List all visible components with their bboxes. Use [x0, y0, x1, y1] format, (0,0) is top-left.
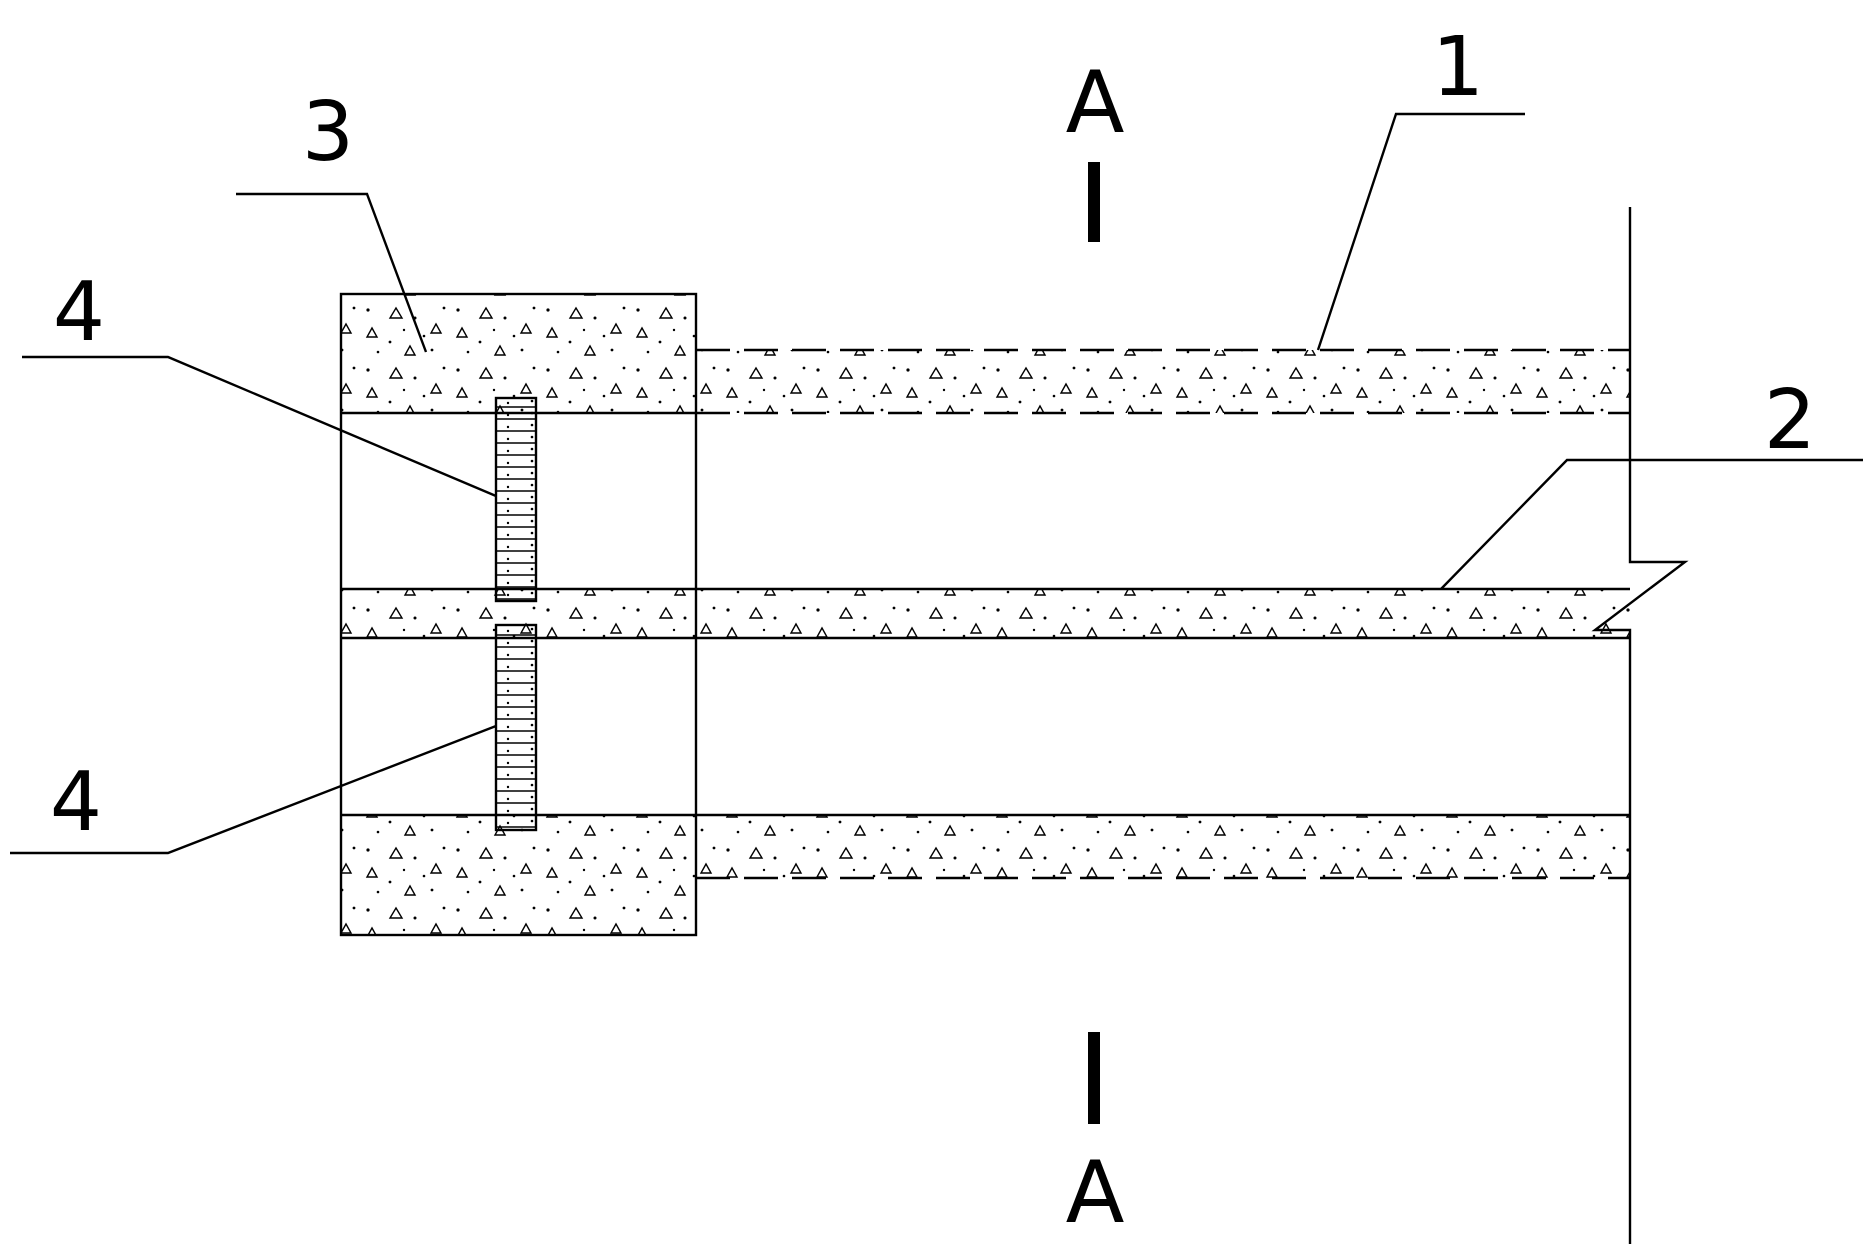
leader-4-top	[22, 355, 497, 498]
section-marker-top	[1088, 162, 1100, 242]
leader-1	[1316, 112, 1525, 351]
callout-3: 3	[302, 85, 354, 180]
section-bar-bottom	[1088, 1032, 1100, 1124]
callout-4-top: 4	[53, 265, 105, 360]
section-marker-bottom	[1088, 1032, 1100, 1124]
right-boundary-line	[1591, 207, 1689, 1244]
section-bar-top	[1088, 162, 1100, 242]
lower-strip-fill	[696, 815, 1630, 878]
middle-strip	[341, 587, 1630, 640]
leader-lines	[10, 112, 1863, 855]
insert-lower	[494, 623, 538, 832]
callout-4-bottom: 4	[50, 755, 102, 850]
insert-upper-body	[494, 396, 538, 603]
callout-2: 2	[1764, 373, 1816, 468]
callout-1: 1	[1432, 20, 1484, 115]
insert-lower-body	[494, 623, 538, 832]
insert-upper	[494, 396, 538, 603]
left-block-bottom-concrete	[341, 815, 696, 935]
left-block	[339, 292, 698, 937]
right-boundary	[1591, 207, 1689, 1244]
leader-2	[1440, 458, 1863, 590]
leader-3	[236, 192, 428, 353]
middle-strip-fill	[341, 589, 1630, 638]
leader-4-bottom	[10, 724, 497, 855]
upper-strip-fill	[696, 350, 1630, 413]
upper-dashed-strip	[696, 348, 1630, 415]
section-letter-bottom: A	[1066, 1143, 1125, 1243]
section-letter-top: A	[1066, 53, 1125, 153]
left-block-top-concrete	[341, 294, 696, 413]
lower-dashed-strip	[696, 813, 1630, 880]
